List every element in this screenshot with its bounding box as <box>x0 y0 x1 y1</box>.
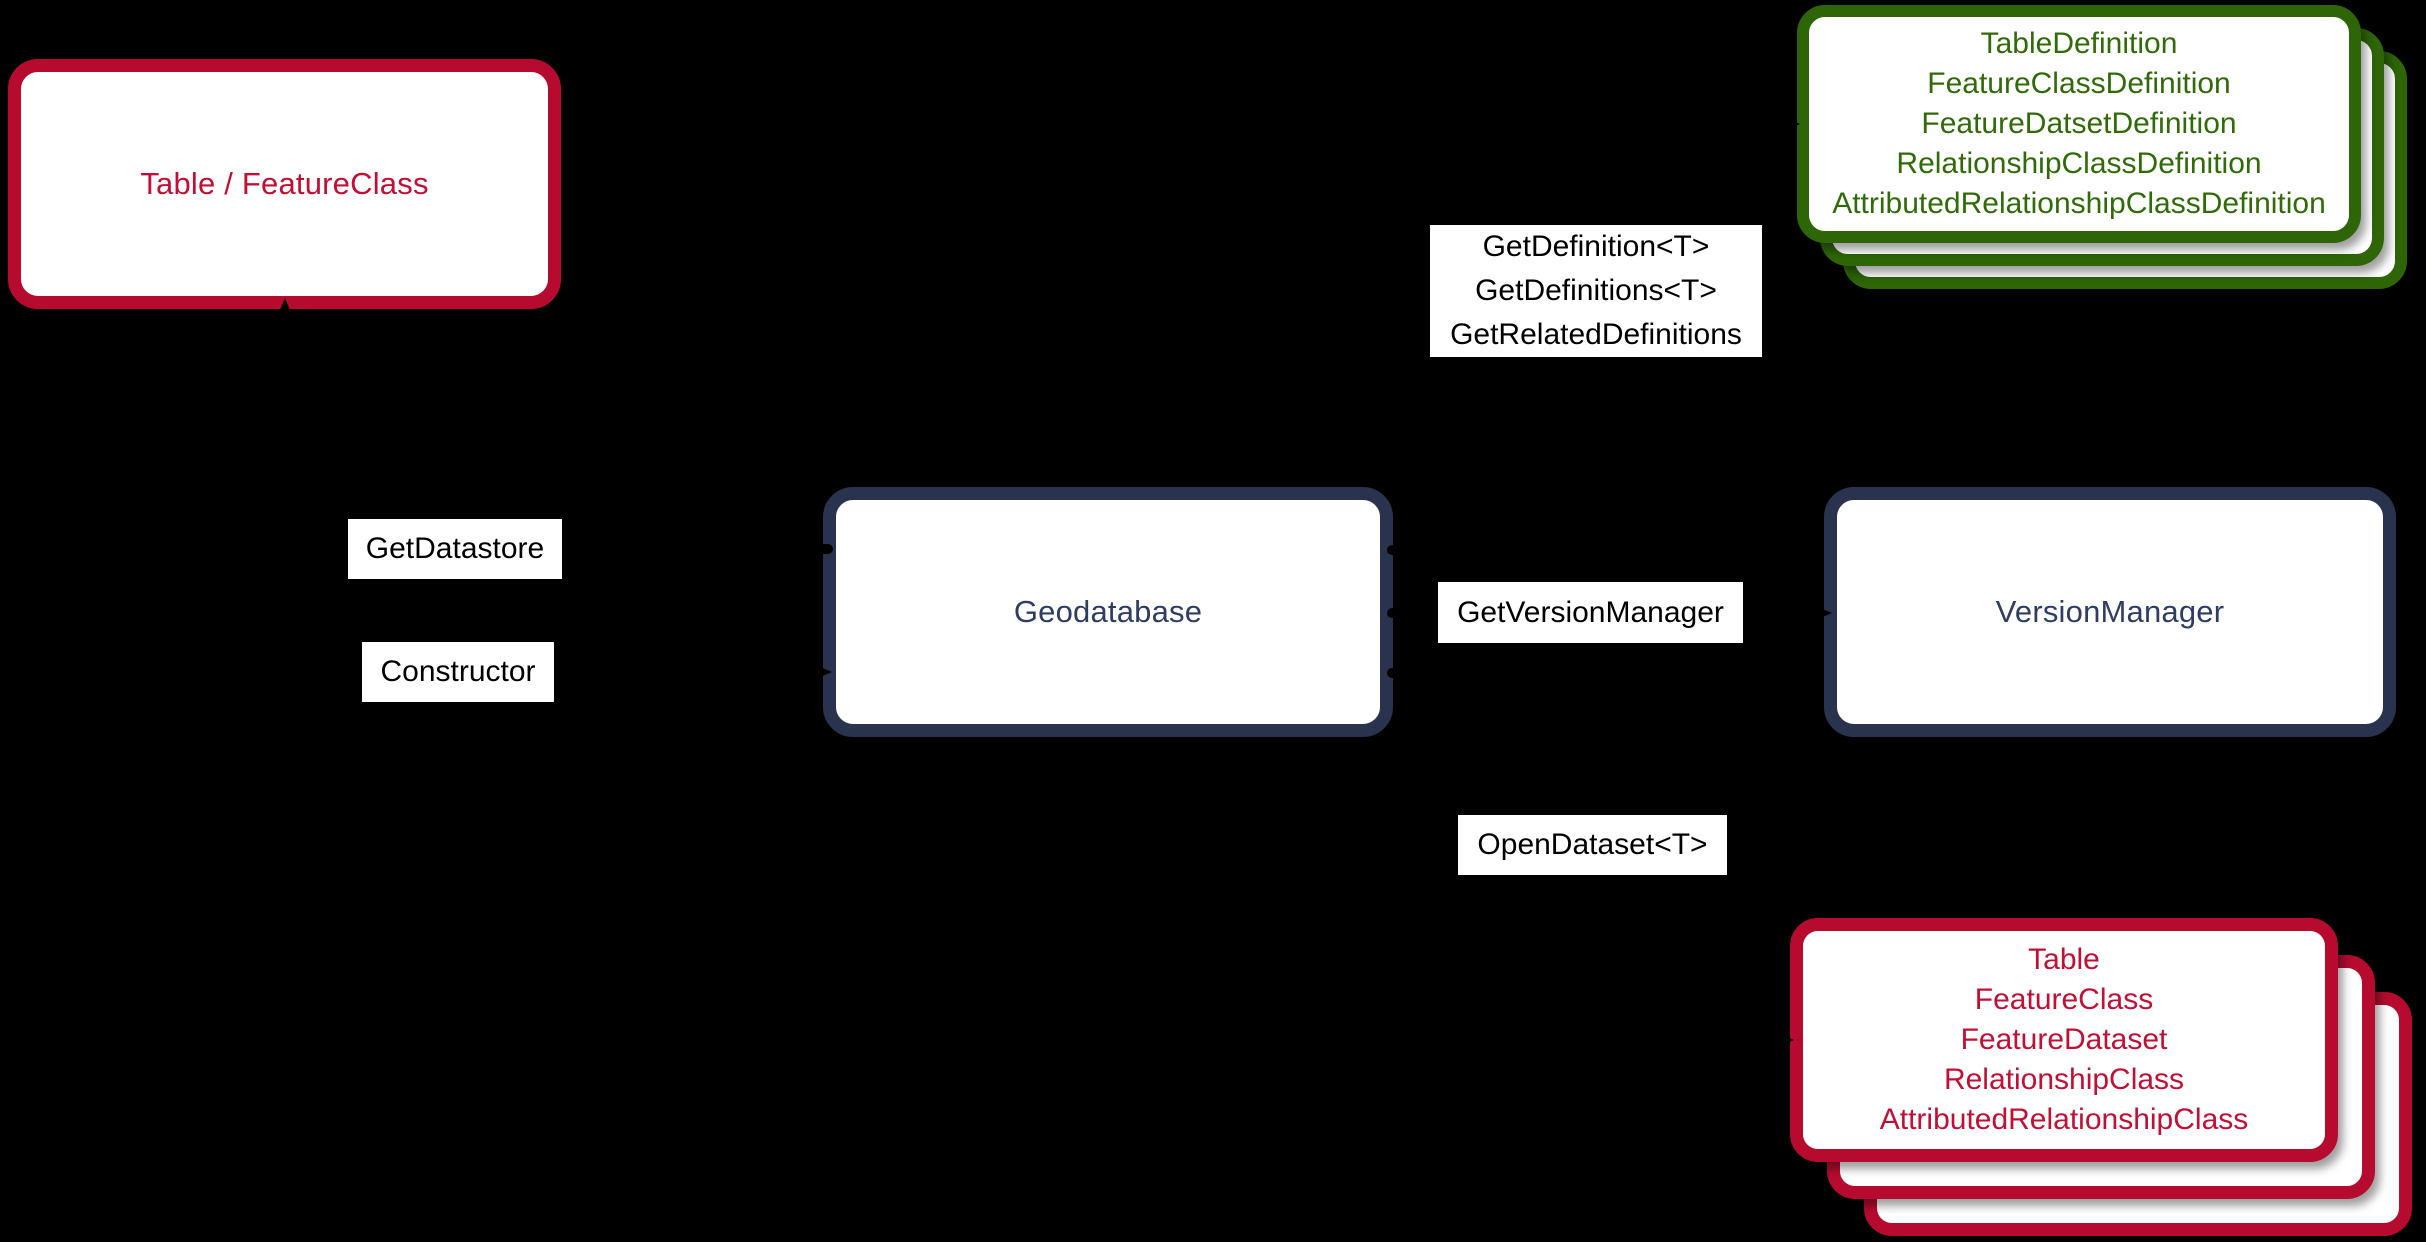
node-geodatabase: Geodatabase <box>823 487 1393 737</box>
get-definition-label-text: GetDefinition<T> GetDefinitions<T> GetRe… <box>1450 230 1742 351</box>
get-definition-label: GetDefinition<T> GetDefinitions<T> GetRe… <box>1430 225 1762 357</box>
version-manager-label: VersionManager <box>1995 594 2225 629</box>
get-version-manager-label: GetVersionManager <box>1438 582 1743 643</box>
get-datastore-label-text: GetDatastore <box>365 532 545 565</box>
node-table-featureclass: Table / FeatureClass <box>8 59 561 309</box>
dataset-stack-card-front: Table FeatureClass FeatureDataset Relati… <box>1790 918 2338 1162</box>
definition-stack-class-list: TableDefinition FeatureClassDefinition F… <box>1832 27 2326 220</box>
geodatabase-label: Geodatabase <box>1013 594 1203 629</box>
arrow-get-datastore <box>274 298 833 554</box>
dataset-stack-class-list: Table FeatureClass FeatureDataset Relati… <box>1879 943 2249 1136</box>
definition-stack-card-front: TableDefinition FeatureClassDefinition F… <box>1797 5 2361 243</box>
table-featureclass-label: Table / FeatureClass <box>140 166 429 201</box>
constructor-label-text: Constructor <box>380 655 536 688</box>
get-datastore-label: GetDatastore <box>348 519 562 579</box>
open-dataset-label: OpenDataset<T> <box>1458 815 1727 875</box>
constructor-label: Constructor <box>362 642 554 702</box>
get-version-manager-label-text: GetVersionManager <box>1457 595 1724 629</box>
open-dataset-label-text: OpenDataset<T> <box>1477 828 1708 861</box>
node-version-manager: VersionManager <box>1824 487 2396 737</box>
